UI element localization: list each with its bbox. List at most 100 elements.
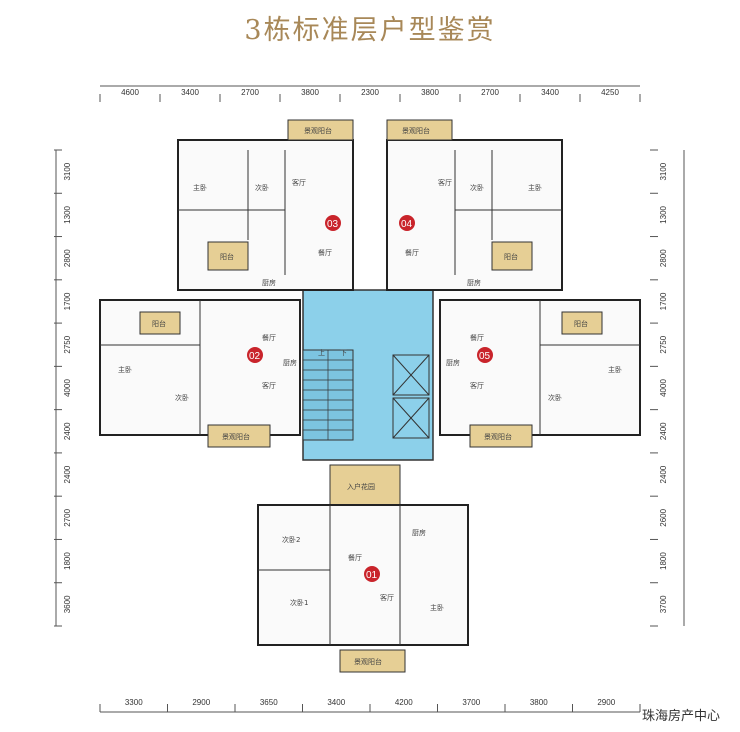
unit04-second-bed: 次卧 <box>470 183 484 192</box>
entry-garden-label: 入户花园 <box>347 482 375 491</box>
unit04-badge <box>399 215 415 231</box>
dims-right-label: 4000 <box>659 379 668 397</box>
dims-bottom-label: 4200 <box>395 698 413 707</box>
dims-left-label: 2400 <box>63 422 72 440</box>
dims-right-label: 1700 <box>659 292 668 310</box>
unit02-kitchen: 厨房 <box>283 358 297 367</box>
unit-01: 景观阳台 次卧2 次卧1 餐厅 客厅 厨房 主卧 01 <box>257 504 469 673</box>
unit05-balcony: 阳台 <box>574 319 588 328</box>
dims-bottom-label: 2900 <box>597 698 615 707</box>
unit01-number: 01 <box>366 570 378 581</box>
unit04-view-balcony: 景观阳台 <box>402 126 430 135</box>
dims-left-label: 3100 <box>63 162 72 180</box>
dims-bottom-label: 3800 <box>530 698 548 707</box>
dims-right-label: 2400 <box>659 465 668 483</box>
unit03-dining: 餐厅 <box>318 248 332 257</box>
unit-04: 景观阳台 阳台 主卧 次卧 客厅 餐厅 厨房 04 <box>386 119 563 291</box>
dims-top-label: 2700 <box>241 88 259 97</box>
dims-left-label: 2750 <box>63 335 72 353</box>
stair-down-label: 下 <box>340 349 347 357</box>
watermark: 珠海房产中心 <box>641 709 720 724</box>
dims-bottom: 3300 2900 3650 3400 4200 3700 3800 2900 <box>99 698 641 712</box>
dims-left-label: 4000 <box>63 379 72 397</box>
dims-right-label: 1300 <box>659 205 668 223</box>
unit02-number: 02 <box>249 351 261 362</box>
unit04-kitchen: 厨房 <box>467 278 481 287</box>
dims-top-label: 4600 <box>121 88 139 97</box>
dims-top-label: 2700 <box>481 88 499 97</box>
unit01-dining: 餐厅 <box>348 553 362 562</box>
unit03-number: 03 <box>327 219 339 230</box>
dims-top-label: 3400 <box>541 88 559 97</box>
unit01-second-bed2: 次卧2 <box>282 535 300 544</box>
unit05-badge <box>477 347 493 363</box>
entry-garden <box>329 464 401 506</box>
unit02-balcony: 阳台 <box>152 319 166 328</box>
unit03-view-balcony: 景观阳台 <box>304 126 332 135</box>
dims-right-label: 2400 <box>659 422 668 440</box>
unit02-view-balcony: 景观阳台 <box>222 432 250 441</box>
unit03-balcony: 阳台 <box>220 252 234 261</box>
unit01-living: 客厅 <box>380 593 394 602</box>
unit05-view-balcony: 景观阳台 <box>484 432 512 441</box>
unit02-badge <box>247 347 263 363</box>
dims-top-label: 3400 <box>181 88 199 97</box>
elevator-1 <box>392 354 430 396</box>
dims-bottom-label: 3650 <box>260 698 278 707</box>
unit04-master-bed: 主卧 <box>528 183 542 192</box>
dims-top: 4600 3400 2700 3800 2300 3800 2700 3400 4250 <box>99 88 641 102</box>
dims-right-label: 1800 <box>659 552 668 570</box>
unit02-second-bed: 次卧 <box>175 393 189 402</box>
dims-bottom-label: 3300 <box>125 698 143 707</box>
stair-steps <box>303 350 353 440</box>
dims-right-label: 2800 <box>659 249 668 267</box>
dims-left-label: 1800 <box>63 552 72 570</box>
unit04-living: 客厅 <box>438 178 452 187</box>
unit-05: 景观阳台 阳台 主卧 次卧 客厅 餐厅 厨房 05 <box>439 299 641 448</box>
unit05-number: 05 <box>479 351 491 362</box>
unit04-dining: 餐厅 <box>405 248 419 257</box>
dims-left-label: 1700 <box>63 292 72 310</box>
elevator-2 <box>392 397 430 439</box>
dims-right-label: 3100 <box>659 162 668 180</box>
unit05-dining: 餐厅 <box>470 333 484 342</box>
page-title: 3栋标准层户型鉴赏 <box>244 15 496 46</box>
unit04-number: 04 <box>401 219 413 230</box>
dims-right-label: 2600 <box>659 508 668 526</box>
unit-02: 景观阳台 阳台 主卧 次卧 客厅 餐厅 厨房 02 <box>99 299 301 448</box>
unit01-master-bed: 主卧 <box>430 603 444 612</box>
dims-right-label: 2750 <box>659 335 668 353</box>
unit03-second-bed: 次卧 <box>255 183 269 192</box>
unit01-kitchen: 厨房 <box>412 528 426 537</box>
dims-left-label: 3600 <box>63 595 72 613</box>
unit03-badge <box>325 215 341 231</box>
unit02-dining: 餐厅 <box>262 333 276 342</box>
unit05-kitchen: 厨房 <box>446 358 460 367</box>
unit01-badge <box>364 566 380 582</box>
dims-right-label: 3700 <box>659 595 668 613</box>
stair-up-label: 上 <box>318 348 325 357</box>
dims-left-label: 2800 <box>63 249 72 267</box>
unit04-balcony: 阳台 <box>504 252 518 261</box>
dims-left-label: 2700 <box>63 508 72 526</box>
unit02-living: 客厅 <box>262 381 276 390</box>
dims-left: 3100 1300 2800 1700 2750 4000 2400 2400 2700 1800… <box>54 149 72 627</box>
unit01-view-balcony: 景观阳台 <box>354 657 382 666</box>
unit02-master-bed: 主卧 <box>118 365 132 374</box>
dims-top-label: 3800 <box>421 88 439 97</box>
unit01-second-bed1: 次卧1 <box>290 598 308 607</box>
unit05-second-bed: 次卧 <box>548 393 562 402</box>
dims-bottom-label: 2900 <box>192 698 210 707</box>
dims-top-label: 3800 <box>301 88 319 97</box>
unit05-living: 客厅 <box>470 381 484 390</box>
unit-03: 景观阳台 阳台 主卧 次卧 客厅 餐厅 厨房 03 <box>177 119 354 291</box>
unit03-master-bed: 主卧 <box>193 183 207 192</box>
dims-top-label: 2300 <box>361 88 379 97</box>
dims-left-label: 1300 <box>63 205 72 223</box>
dims-bottom-label: 3400 <box>327 698 345 707</box>
dims-bottom-label: 3700 <box>462 698 480 707</box>
dims-right: 3100 1300 2800 1700 2750 4000 2400 2400 2600 1800… <box>650 149 668 627</box>
dims-top-label: 4250 <box>601 88 619 97</box>
dims-left-label: 2400 <box>63 465 72 483</box>
